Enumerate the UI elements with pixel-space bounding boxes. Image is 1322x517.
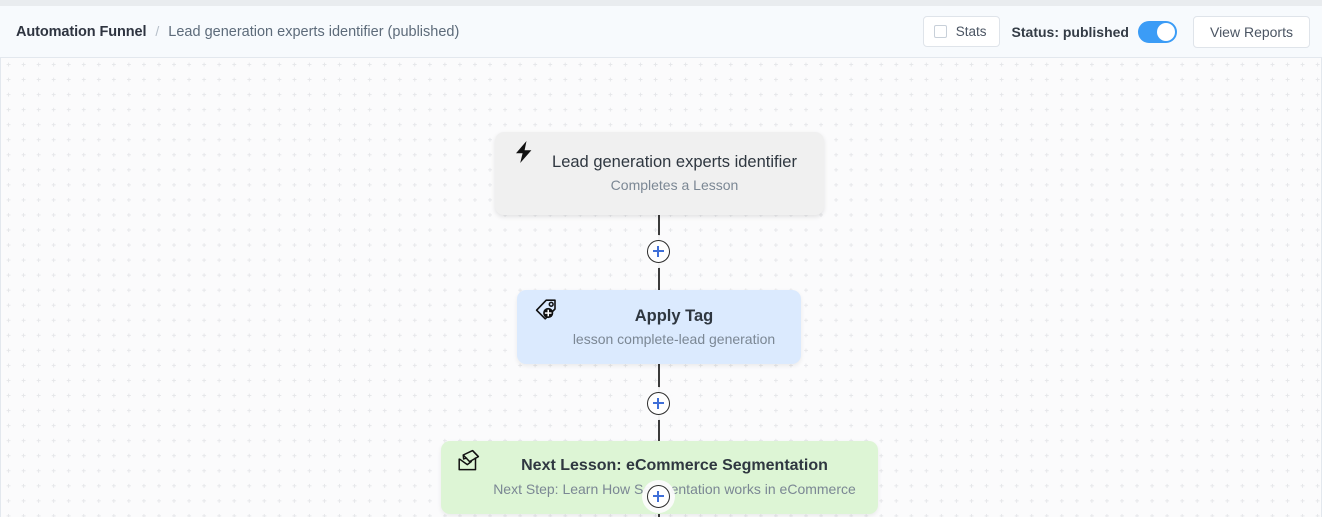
stats-toggle-button[interactable]: Stats bbox=[922, 16, 1000, 47]
connector-line-3 bbox=[658, 358, 660, 406]
funnel-flow: Lead generation experts identifier Compl… bbox=[1, 58, 1321, 517]
node-apply-tag-title: Apply Tag bbox=[634, 306, 714, 325]
status-label: Status: published bbox=[1011, 23, 1129, 40]
connector-line-1 bbox=[658, 210, 660, 260]
connector-line-4 bbox=[658, 400, 660, 450]
node-email-body: Next Lesson: eCommerce Segmentation Next… bbox=[485, 455, 864, 499]
header-actions: Stats Status: published View Reports bbox=[922, 15, 1310, 48]
node-trigger-title: Lead generation experts identifier bbox=[552, 153, 797, 172]
node-email[interactable]: Next Lesson: eCommerce Segmentation Next… bbox=[441, 441, 878, 514]
node-apply-tag[interactable]: Apply Tag lesson complete-lead generatio… bbox=[517, 290, 801, 364]
stats-label: Stats bbox=[955, 24, 987, 39]
plus-icon-v bbox=[657, 245, 659, 257]
add-step-button-2[interactable] bbox=[647, 392, 670, 415]
automation-canvas[interactable]: Lead generation experts identifier Compl… bbox=[0, 58, 1322, 517]
node-apply-tag-subtitle: lesson complete-lead generation bbox=[572, 330, 776, 347]
node-email-subtitle: Next Step: Learn How Segmentation works … bbox=[493, 481, 856, 497]
stats-checkbox[interactable] bbox=[933, 25, 947, 38]
page-header: Automation Funnel / Lead generation expe… bbox=[0, 6, 1322, 58]
plus-icon-v bbox=[657, 397, 659, 409]
window-top-strip bbox=[0, 0, 1322, 6]
breadcrumb-separator: / bbox=[155, 23, 160, 39]
breadcrumb-current: Lead generation experts identifier (publ… bbox=[168, 24, 460, 40]
node-email-title: Next Lesson: eCommerce Segmentation bbox=[521, 457, 828, 475]
lightning-bolt-icon bbox=[509, 140, 539, 170]
status-toggle-switch[interactable] bbox=[1137, 20, 1177, 43]
node-trigger[interactable]: Lead generation experts identifier Compl… bbox=[495, 132, 824, 215]
connector-line-2 bbox=[658, 250, 660, 300]
view-reports-button[interactable]: View Reports bbox=[1192, 15, 1310, 48]
add-step-button-3[interactable] bbox=[647, 485, 670, 508]
add-step-button-1[interactable] bbox=[647, 240, 670, 263]
compose-email-icon bbox=[455, 449, 485, 479]
plus-icon-v bbox=[657, 490, 659, 502]
node-trigger-subtitle: Completes a Lesson bbox=[610, 177, 739, 194]
breadcrumb: Automation Funnel / Lead generation expe… bbox=[16, 23, 459, 40]
tag-plus-icon bbox=[531, 298, 561, 328]
node-trigger-body: Lead generation experts identifier Compl… bbox=[539, 151, 810, 196]
toggle-knob bbox=[1156, 22, 1175, 41]
node-apply-tag-body: Apply Tag lesson complete-lead generatio… bbox=[561, 305, 787, 350]
breadcrumb-root[interactable]: Automation Funnel bbox=[16, 24, 147, 40]
